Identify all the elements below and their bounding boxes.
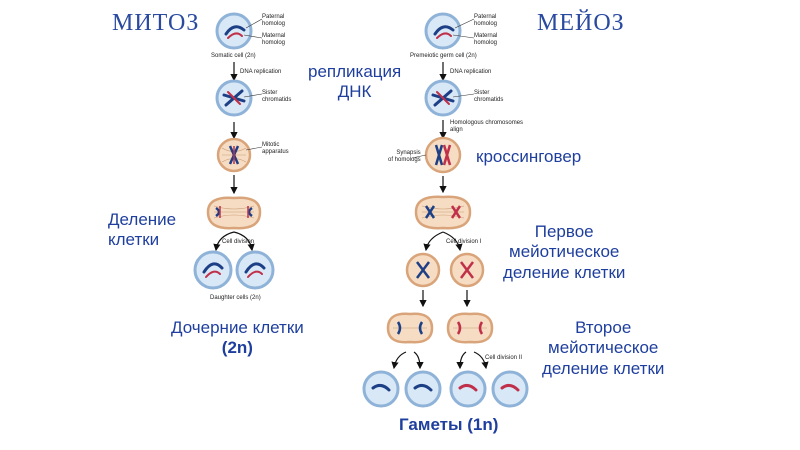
first-meiotic-label-line2: мейотическое bbox=[509, 242, 620, 262]
gamete-3 bbox=[449, 370, 487, 408]
maternal-homolog-label-right: Maternal homolog bbox=[474, 33, 497, 47]
replication-label-line2: ДНК bbox=[337, 82, 372, 102]
meiosis-1-product-right bbox=[449, 252, 485, 288]
gametes-label: Гаметы (1n) bbox=[399, 415, 499, 434]
daughter-cells-label-line1: Дочерние клетки bbox=[171, 318, 304, 337]
maternal-homolog-right-line2: homolog bbox=[474, 39, 498, 46]
second-meiotic-label: Второе мейотическое деление клетки bbox=[542, 318, 664, 379]
cell-division-2-label: Cell division II bbox=[485, 355, 523, 361]
arrow-meiosis-split-right bbox=[442, 231, 463, 252]
paternal-homolog-label-left: Paternal homolog bbox=[262, 14, 285, 28]
arrow-gamete-3 bbox=[456, 351, 467, 370]
mitosis-title: МИТОЗ bbox=[112, 10, 200, 36]
maternal-homolog-label-left: Maternal homolog bbox=[262, 33, 285, 47]
sister-chromatids-right-line1: Sister bbox=[474, 90, 490, 96]
sister-chromatids-left-line2: chromatids bbox=[262, 96, 292, 103]
sister-chromatids-label-left: Sister chromatids bbox=[262, 90, 291, 104]
meiosis-2-cell-right bbox=[446, 312, 494, 344]
gamete-2 bbox=[404, 370, 442, 408]
cell-division-label-line2: клетки bbox=[108, 230, 160, 250]
mitotic-cell bbox=[216, 137, 263, 173]
maternal-homolog-right-line1: Maternal bbox=[474, 33, 498, 39]
paternal-homolog-left-line1: Paternal bbox=[262, 14, 285, 20]
dna-replication-label-right: DNA replication bbox=[450, 69, 492, 75]
mitotic-apparatus-line1: Mitotic bbox=[262, 142, 280, 148]
synapsis-line2: of homologs bbox=[388, 156, 421, 163]
paternal-homolog-label-right: Paternal homolog bbox=[474, 14, 497, 28]
premeiotic-cell bbox=[424, 12, 475, 50]
sister-chromatids-label-right: Sister chromatids bbox=[474, 90, 503, 104]
cell-division-label-line1: Деление bbox=[108, 210, 177, 229]
cell-division-1-label: Cell division I bbox=[446, 239, 482, 245]
second-meiotic-label-line2: мейотическое bbox=[548, 338, 659, 358]
arrow-meiosis-split-left bbox=[423, 231, 444, 252]
replication-label-line1: репликация bbox=[308, 62, 402, 81]
premeiotic-cell-label: Premeiotic germ cell (2n) bbox=[410, 53, 477, 59]
meiosis-2-cell-left bbox=[386, 312, 434, 344]
meiosis-1-product-left bbox=[405, 252, 441, 288]
replicated-cell-left bbox=[215, 79, 263, 117]
sister-chromatids-right-line2: chromatids bbox=[474, 96, 504, 103]
first-meiotic-label-line3: деление клетки bbox=[503, 262, 626, 282]
arrow-mitosis-split-left bbox=[213, 231, 235, 252]
daughter-cells-label: Дочерние клетки (2n) bbox=[171, 318, 304, 359]
somatic-cell-label: Somatic cell (2n) bbox=[211, 53, 256, 59]
first-meiotic-label: Первое мейотическое деление клетки bbox=[503, 222, 625, 283]
meiosis-title: МЕЙОЗ bbox=[537, 10, 625, 36]
paternal-homolog-right-line1: Paternal bbox=[474, 14, 497, 20]
mitotic-apparatus-line2: apparatus bbox=[262, 148, 289, 155]
daughter-cells-small-label: Daughter cells (2n) bbox=[210, 295, 261, 301]
synapsis-line1: Synapsis bbox=[396, 150, 421, 156]
replicated-cell-right bbox=[424, 79, 475, 117]
maternal-homolog-left-line2: homolog bbox=[262, 39, 286, 46]
arrow-gamete-2 bbox=[413, 351, 424, 370]
crossing-over-label: кроссинговер bbox=[476, 147, 582, 166]
homologous-align-label: Homologous chromosomes align bbox=[450, 120, 523, 134]
arrow-gamete-1 bbox=[391, 351, 407, 370]
second-meiotic-label-line3: деление клетки bbox=[542, 358, 665, 378]
dna-replication-label-left: DNA replication bbox=[240, 69, 282, 75]
synapsis-cell bbox=[411, 136, 462, 174]
synapsis-label: Synapsis of homologs bbox=[388, 150, 421, 164]
homologous-align-line1: Homologous chromosomes bbox=[450, 120, 524, 126]
paternal-homolog-right-line2: homolog bbox=[474, 20, 498, 27]
second-meiotic-label-line1: Второе bbox=[575, 318, 632, 337]
arrow-gamete-4 bbox=[473, 351, 489, 370]
daughter-cells-label-line2: (2n) bbox=[221, 338, 253, 358]
daughter-cell-1 bbox=[193, 250, 233, 290]
homologous-align-line2: align bbox=[450, 126, 463, 133]
dividing-cell-left bbox=[206, 196, 262, 230]
daughter-cell-2 bbox=[235, 250, 275, 290]
sister-chromatids-left-line1: Sister bbox=[262, 90, 278, 96]
cell-division-label: Деление клетки bbox=[108, 210, 176, 251]
paternal-homolog-left-line2: homolog bbox=[262, 20, 286, 27]
meiosis-1-cell bbox=[414, 195, 472, 230]
arrow-mitosis-split-right bbox=[233, 231, 255, 252]
mitotic-apparatus-label: Mitotic apparatus bbox=[262, 142, 289, 156]
gamete-4 bbox=[491, 370, 529, 408]
cell-division-small-label-left: Cell division bbox=[222, 239, 255, 245]
gamete-1 bbox=[362, 370, 400, 408]
replication-label: репликация ДНК bbox=[308, 62, 401, 103]
somatic-cell bbox=[215, 12, 263, 50]
first-meiotic-label-line1: Первое bbox=[534, 222, 594, 241]
maternal-homolog-left-line1: Maternal bbox=[262, 33, 286, 39]
